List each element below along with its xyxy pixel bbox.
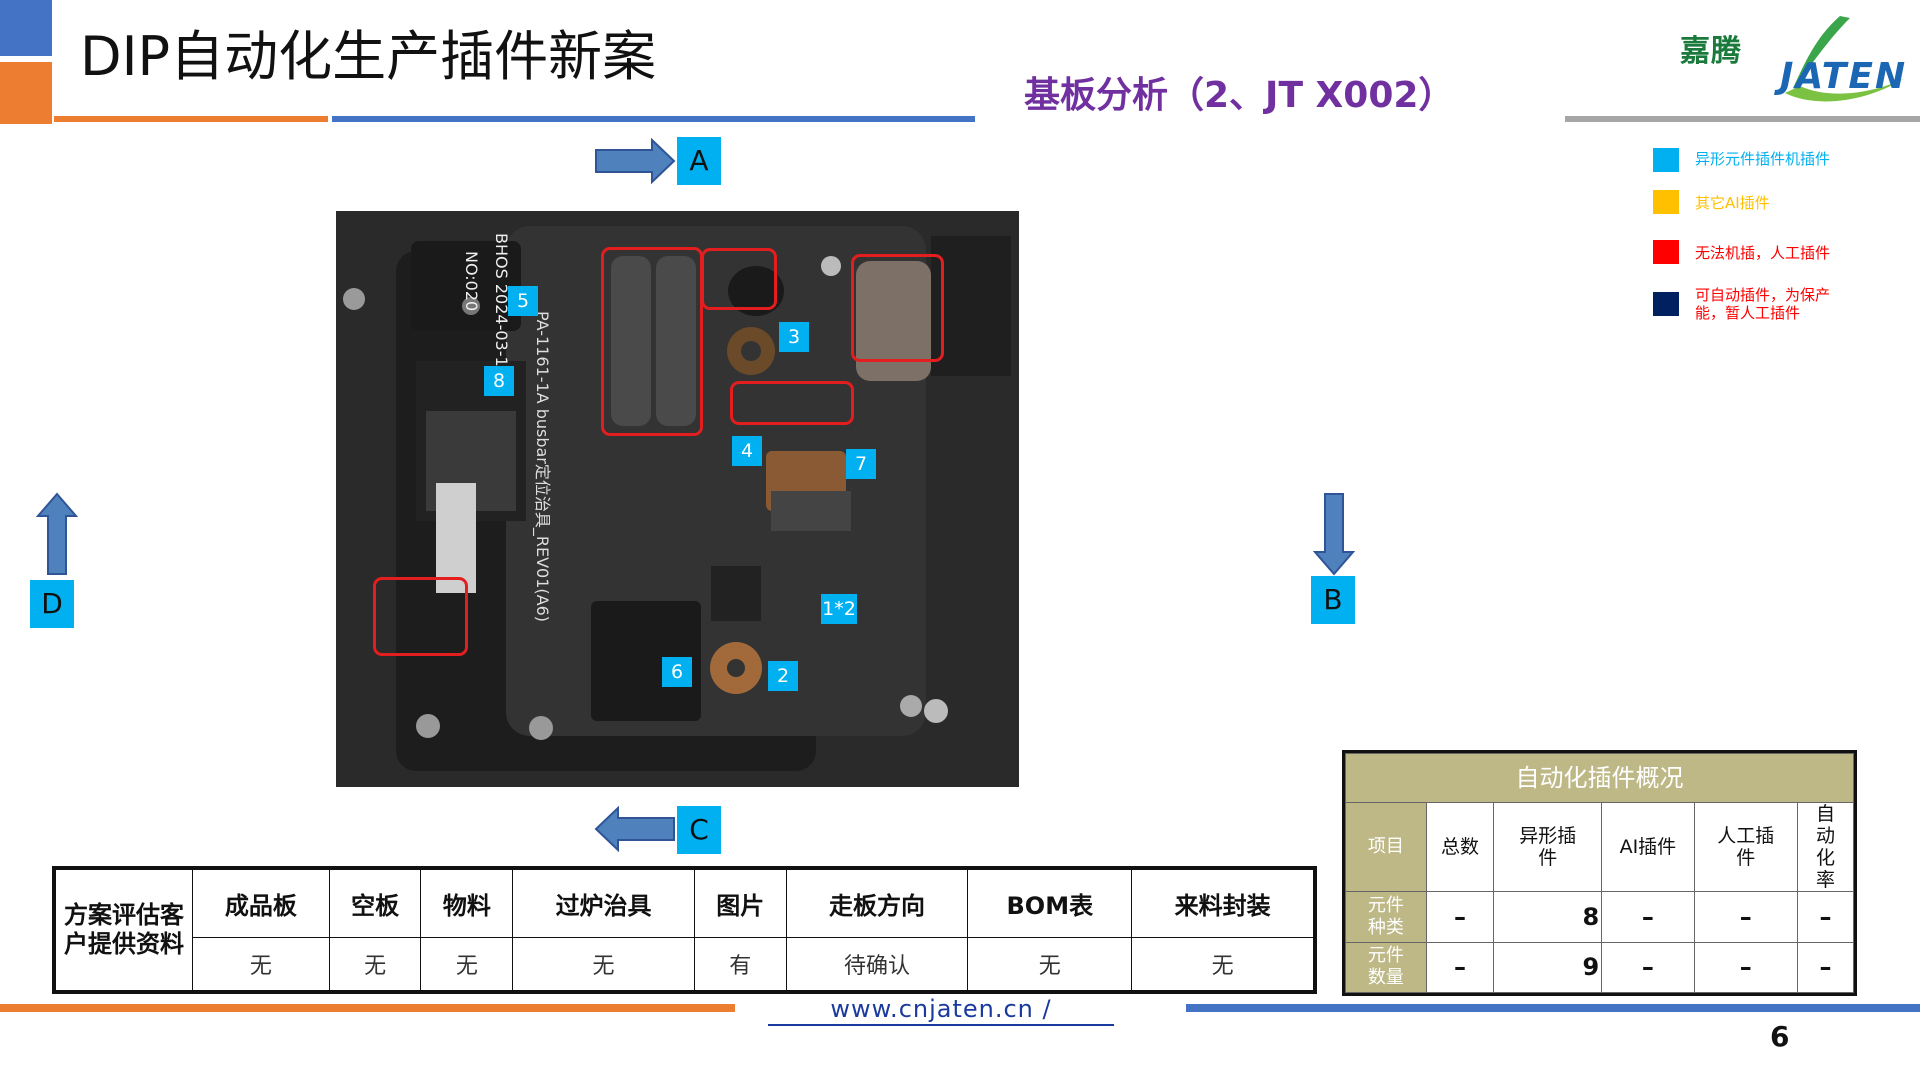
- red-box-capacitors: [601, 247, 703, 436]
- component-tag: 3: [779, 322, 809, 352]
- header-decor-orange: [0, 62, 52, 124]
- eval-value: 有: [693, 937, 787, 991]
- header-rule-orange: [54, 116, 328, 122]
- eval-value: 无: [512, 937, 695, 991]
- component-tag: 8: [484, 366, 514, 396]
- summary-cell: –: [1796, 891, 1855, 943]
- red-box-transformer: [851, 254, 944, 362]
- summary-header: 人工插件: [1693, 802, 1798, 892]
- red-box-fuse: [730, 381, 854, 425]
- direction-label-c: C: [677, 806, 721, 854]
- summary-header: 总数: [1425, 802, 1495, 892]
- summary-header: 自动化率: [1796, 802, 1855, 892]
- header-rule-blue: [332, 116, 975, 122]
- eval-value: 无: [328, 937, 422, 991]
- eval-col-header: 空板: [328, 869, 422, 938]
- component-tag: 5: [508, 286, 538, 316]
- eval-value: 无: [1131, 937, 1314, 991]
- summary-header: 异形插件: [1493, 802, 1603, 892]
- summary-cell: –: [1425, 941, 1495, 993]
- red-box-bridge: [701, 248, 777, 310]
- page-number: 6: [1770, 1020, 1790, 1053]
- summary-cell: –: [1693, 891, 1798, 943]
- footer-rule-orange: [0, 1004, 735, 1012]
- company-logo: 嘉腾 JATEN: [1665, 8, 1915, 108]
- summary-cell: –: [1425, 891, 1495, 943]
- direction-label-d: D: [30, 580, 74, 628]
- eval-value: 无: [967, 937, 1133, 991]
- summary-cell: 8: [1493, 891, 1603, 943]
- legend: 异形元件插件机插件 其它AI插件 无法机插，人工插件 可自动插件，为保产能，暂人…: [1650, 146, 1920, 326]
- legend-label: 其它AI插件: [1695, 194, 1770, 212]
- eval-col-header: 物料: [420, 869, 514, 938]
- automation-summary-table: 自动化插件概况 项目 总数 异形插件 AI插件 人工插件 自动化率 元件种类 –…: [1342, 750, 1857, 996]
- header-decor-blue: [0, 0, 52, 56]
- pcb-photo: BHOS 2024-03-15 NO:020 PA-1161-1A busbar…: [336, 211, 1019, 787]
- page-subtitle: 基板分析（2、JT X002）: [1024, 75, 1455, 116]
- direction-label-b: B: [1311, 576, 1355, 624]
- summary-cell: –: [1796, 941, 1855, 993]
- summary-cell: –: [1693, 941, 1798, 993]
- summary-cell: –: [1601, 891, 1695, 943]
- arrow-right-icon: [595, 138, 676, 184]
- eval-value: 待确认: [785, 937, 969, 991]
- page-title: DIP自动化生产插件新案: [80, 25, 657, 88]
- arrow-up-icon: [36, 492, 78, 575]
- legend-label: 异形元件插件机插件: [1695, 150, 1831, 168]
- legend-swatch-red: [1653, 240, 1679, 264]
- component-tag: 7: [846, 449, 876, 479]
- footer-rule-blue: [1186, 1004, 1920, 1012]
- eval-col-header: 图片: [693, 869, 787, 938]
- direction-label-a: A: [677, 137, 721, 185]
- arrow-left-icon: [594, 806, 675, 852]
- logo-chinese-text: 嘉腾: [1680, 34, 1742, 69]
- legend-swatch-navy: [1653, 292, 1679, 316]
- arrow-down-icon: [1313, 493, 1355, 576]
- header-rule-gray: [1565, 116, 1920, 122]
- summary-header: 项目: [1345, 802, 1427, 892]
- logo-swoosh-icon: [1785, 16, 1905, 102]
- eval-row-header: 方案评估客户提供资料: [55, 869, 193, 991]
- website-link[interactable]: www.cnjaten.cn /: [768, 994, 1114, 1026]
- legend-label: 可自动插件，为保产能，暂人工插件: [1695, 286, 1831, 322]
- silkscreen-label-no: NO:020: [462, 251, 481, 312]
- legend-swatch-yellow: [1653, 190, 1679, 214]
- summary-cell: 9: [1493, 941, 1603, 993]
- eval-col-header: 来料封装: [1131, 869, 1314, 938]
- legend-swatch-blue: [1653, 148, 1679, 172]
- eval-value: 无: [420, 937, 514, 991]
- component-tag: 6: [662, 657, 692, 687]
- summary-row-label: 元件数量: [1345, 941, 1427, 993]
- logo-english-text: JATEN: [1780, 56, 1908, 97]
- silkscreen-label-fixture: PA-1161-1A busbar定位治具_REV01(A6): [533, 311, 552, 623]
- component-tag: 2: [768, 661, 798, 691]
- eval-col-header: 过炉治具: [512, 869, 695, 938]
- eval-col-header: 成品板: [192, 869, 330, 938]
- summary-row-label: 元件种类: [1345, 891, 1427, 943]
- red-box-connector: [373, 577, 468, 656]
- component-tag: 1*2: [821, 594, 857, 624]
- eval-col-header: BOM表: [967, 869, 1133, 938]
- summary-cell: –: [1601, 941, 1695, 993]
- summary-title: 自动化插件概况: [1345, 753, 1854, 803]
- component-tag: 4: [732, 436, 762, 466]
- eval-col-header: 走板方向: [785, 869, 969, 938]
- summary-header: AI插件: [1601, 802, 1695, 892]
- legend-label: 无法机插，人工插件: [1695, 244, 1831, 262]
- evaluation-table: 方案评估客户提供资料 成品板 空板 物料 过炉治具 图片 走板方向 BOM表 来…: [52, 866, 1317, 994]
- eval-value: 无: [192, 937, 330, 991]
